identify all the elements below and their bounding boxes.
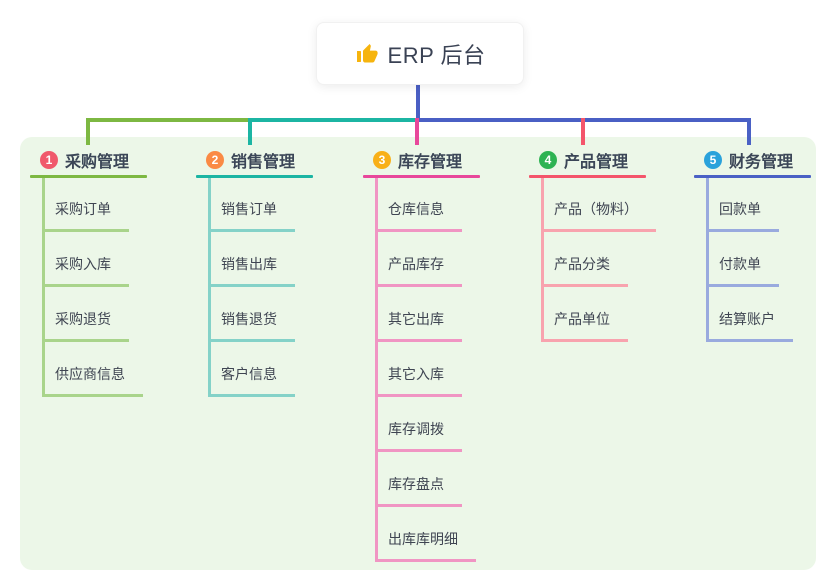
branch-children: 销售订单 销售出库 销售退货 客户信息 [208,178,295,397]
node-product-category[interactable]: 产品分类 [541,254,628,287]
branch-purchase: 1 采购管理 采购订单 采购入库 采购退货 供应商信息 [30,148,147,397]
node-payment-bill[interactable]: 付款单 [706,254,779,287]
branch-sales-header[interactable]: 2 销售管理 [196,148,313,172]
connector-drop-inventory [415,118,419,145]
root-title: ERP 后台 [387,42,486,68]
branch-children: 采购订单 采购入库 采购退货 供应商信息 [42,178,143,397]
branch-underline [30,175,147,178]
node-product-material[interactable]: 产品（物料） [541,199,656,232]
node-purchase-inbound[interactable]: 采购入库 [42,254,129,287]
branch-number-badge: 1 [40,151,58,169]
branch-underline [363,175,480,178]
node-sales-return[interactable]: 销售退货 [208,309,295,342]
branch-underline [694,175,811,178]
branch-number-badge: 4 [539,151,557,169]
branch-children: 仓库信息 产品库存 其它出库 其它入库 库存调拨 库存盘点 出库库明细 [375,178,476,562]
branch-finance-header[interactable]: 5 财务管理 [694,148,811,172]
connector-root-stem [416,83,420,122]
branch-inventory: 3 库存管理 仓库信息 产品库存 其它出库 其它入库 库存调拨 库存盘点 出库库… [363,148,480,562]
branch-label: 采购管理 [65,154,130,171]
branch-inventory-header[interactable]: 3 库存管理 [363,148,480,172]
node-stock-count[interactable]: 库存盘点 [375,474,462,507]
children-connector-line [375,178,378,562]
branch-finance: 5 财务管理 回款单 付款单 结算账户 [694,148,811,342]
branch-number-badge: 5 [704,151,722,169]
branches-panel [20,137,816,570]
branch-label: 财务管理 [729,154,794,171]
branch-label: 销售管理 [231,154,296,171]
branch-underline [196,175,313,178]
branch-purchase-header[interactable]: 1 采购管理 [30,148,147,172]
branch-number-badge: 2 [206,151,224,169]
connector-drop-sales [248,118,252,145]
node-receipt-bill[interactable]: 回款单 [706,199,779,232]
node-other-inbound[interactable]: 其它入库 [375,364,462,397]
connector-drop-purchase [86,118,90,145]
node-sales-outbound[interactable]: 销售出库 [208,254,295,287]
connector-horizontal-green [86,118,254,122]
branch-underline [529,175,646,178]
branch-product-header[interactable]: 4 产品管理 [529,148,656,172]
branch-children: 回款单 付款单 结算账户 [706,178,793,342]
branch-product: 4 产品管理 产品（物料） 产品分类 产品单位 [529,148,656,342]
node-customer-info[interactable]: 客户信息 [208,364,295,397]
node-warehouse-info[interactable]: 仓库信息 [375,199,462,232]
root-node-erp[interactable]: ERP 后台 [316,22,524,85]
children-connector-line [208,178,211,397]
children-connector-line [706,178,709,342]
branch-children: 产品（物料） 产品分类 产品单位 [541,178,656,342]
node-product-stock[interactable]: 产品库存 [375,254,462,287]
node-settlement-account[interactable]: 结算账户 [706,309,793,342]
branch-number-badge: 3 [373,151,391,169]
node-purchase-order[interactable]: 采购订单 [42,199,129,232]
node-outbound-detail[interactable]: 出库库明细 [375,529,476,562]
connector-drop-finance [747,118,751,145]
node-sales-order[interactable]: 销售订单 [208,199,295,232]
connector-drop-product [581,118,585,145]
children-connector-line [541,178,544,342]
thumbs-up-icon [355,42,379,66]
node-stock-transfer[interactable]: 库存调拨 [375,419,462,452]
node-other-outbound[interactable]: 其它出库 [375,309,462,342]
node-supplier-info[interactable]: 供应商信息 [42,364,143,397]
branch-sales: 2 销售管理 销售订单 销售出库 销售退货 客户信息 [196,148,313,397]
connector-horizontal-teal [250,118,420,122]
node-purchase-return[interactable]: 采购退货 [42,309,129,342]
children-connector-line [42,178,45,397]
branch-label: 库存管理 [398,154,463,171]
branch-label: 产品管理 [564,154,629,171]
node-product-unit[interactable]: 产品单位 [541,309,628,342]
